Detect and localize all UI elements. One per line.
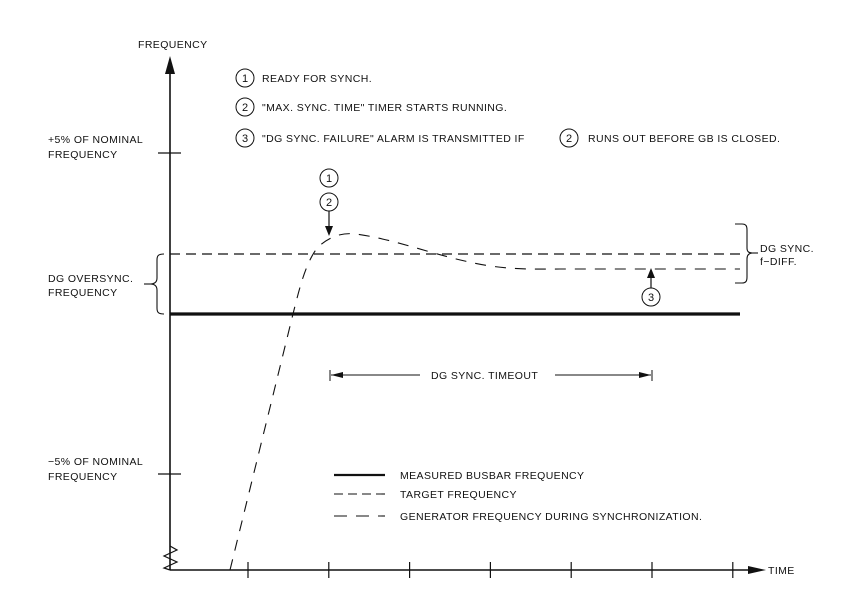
legend-label-busbar: MEASURED BUSBAR FREQUENCY xyxy=(400,470,584,482)
svg-text:3: 3 xyxy=(242,133,248,145)
svg-text:3: 3 xyxy=(648,292,654,304)
svg-text:2: 2 xyxy=(242,102,248,114)
y-axis-arrow-icon xyxy=(165,56,175,74)
minus5-label-line2: FREQUENCY xyxy=(48,471,118,483)
time-ticks xyxy=(247,562,734,578)
marker-2: 2 xyxy=(319,192,339,212)
legend-label-generator: GENERATOR FREQUENCY DURING SYNCHRONIZATI… xyxy=(400,511,702,523)
svg-text:2: 2 xyxy=(566,133,572,145)
note-2: 2 "MAX. SYNC. TIME" TIMER STARTS RUNNING… xyxy=(235,97,507,117)
legend-label-target: TARGET FREQUENCY xyxy=(400,489,517,501)
x-axis-arrow-icon xyxy=(748,566,766,574)
oversync-brace xyxy=(149,253,165,315)
timeout-dimension: DG SYNC. TIMEOUT xyxy=(329,370,653,382)
generator-frequency-curve xyxy=(229,233,740,571)
timeout-label: DG SYNC. TIMEOUT xyxy=(431,370,538,382)
plus5-label-line2: FREQUENCY xyxy=(48,149,118,161)
svg-text:1: 1 xyxy=(242,73,248,85)
oversync-label-line1: DG OVERSYNC. xyxy=(48,273,133,285)
oversync-label-line2: FREQUENCY xyxy=(48,287,118,299)
minus5-label-line1: −5% OF NOMINAL xyxy=(48,456,143,468)
axis-break-icon xyxy=(162,545,179,571)
svg-text:RUNS OUT BEFORE GB IS CLOSED.: RUNS OUT BEFORE GB IS CLOSED. xyxy=(588,133,780,145)
svg-text:2: 2 xyxy=(326,197,332,209)
svg-text:"MAX. SYNC. TIME" TIMER STARTS: "MAX. SYNC. TIME" TIMER STARTS RUNNING. xyxy=(262,102,507,114)
svg-text:1: 1 xyxy=(326,173,332,185)
marker-3: 3 xyxy=(641,287,661,307)
marker-1: 1 xyxy=(319,168,339,188)
svg-text:READY FOR SYNCH.: READY FOR SYNCH. xyxy=(262,73,372,85)
y-axis-label: FREQUENCY xyxy=(138,39,208,51)
fdiff-label-line1: DG SYNC. xyxy=(760,243,814,255)
x-axis-label: TIME xyxy=(768,565,795,577)
svg-text:"DG SYNC. FAILURE" ALARM IS TR: "DG SYNC. FAILURE" ALARM IS TRANSMITTED … xyxy=(262,133,525,145)
plus5-label-line1: +5% OF NOMINAL xyxy=(48,134,143,146)
legend: MEASURED BUSBAR FREQUENCY TARGET FREQUEN… xyxy=(334,470,702,523)
fdiff-label-line2: f−DIFF. xyxy=(760,256,797,268)
note-3: 3 "DG SYNC. FAILURE" ALARM IS TRANSMITTE… xyxy=(235,128,780,148)
note-1: 1 READY FOR SYNCH. xyxy=(235,68,372,88)
